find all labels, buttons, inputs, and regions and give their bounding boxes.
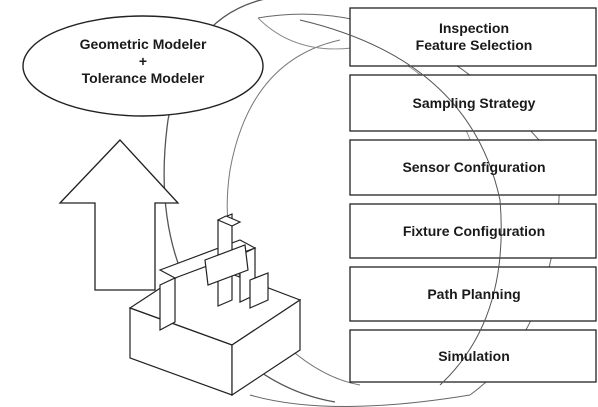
- modeler-label: Geometric Modeler + Tolerance Modeler: [40, 36, 246, 87]
- modeler-line2: +: [138, 53, 148, 69]
- overlay-arc: [299, 19, 502, 386]
- modeler-line3: Tolerance Modeler: [81, 70, 205, 86]
- step-box-3: [349, 139, 597, 196]
- step-1-line2: Feature Selection: [415, 37, 533, 53]
- cmm-machine-icon: [128, 213, 302, 397]
- workpiece: [249, 272, 269, 309]
- base-side: [231, 298, 301, 397]
- step-box-6: [349, 329, 597, 383]
- step-label-4: Fixture Configuration: [350, 204, 598, 258]
- step-label-3: Sensor Configuration: [350, 140, 598, 195]
- step-4-text: Fixture Configuration: [402, 222, 546, 239]
- step-label-1: Inspection Feature Selection: [350, 8, 598, 66]
- step-box-2: [349, 74, 597, 132]
- step-6-text: Simulation: [438, 347, 510, 364]
- modeler-ellipse: [22, 15, 264, 117]
- step-box-4: [349, 203, 597, 259]
- ram-top: [216, 215, 242, 227]
- step-1-line1: Inspection: [438, 20, 509, 36]
- step-box-1: [349, 7, 597, 67]
- cycle-arc-lower: [249, 394, 471, 407]
- gantry-left-post: [159, 277, 176, 331]
- up-arrow: [58, 139, 180, 291]
- step-label-5: Path Planning: [350, 267, 598, 321]
- step-box-5: [349, 266, 597, 322]
- step-2-text: Sampling Strategy: [412, 94, 536, 111]
- step-label-6: Simulation: [350, 330, 598, 382]
- step-5-text: Path Planning: [427, 285, 521, 302]
- carriage: [204, 244, 249, 286]
- steps-boxes: [349, 7, 597, 383]
- step-label-2: Sampling Strategy: [350, 75, 598, 131]
- modeler-line1: Geometric Modeler: [79, 36, 207, 52]
- step-3-text: Sensor Configuration: [402, 159, 546, 175]
